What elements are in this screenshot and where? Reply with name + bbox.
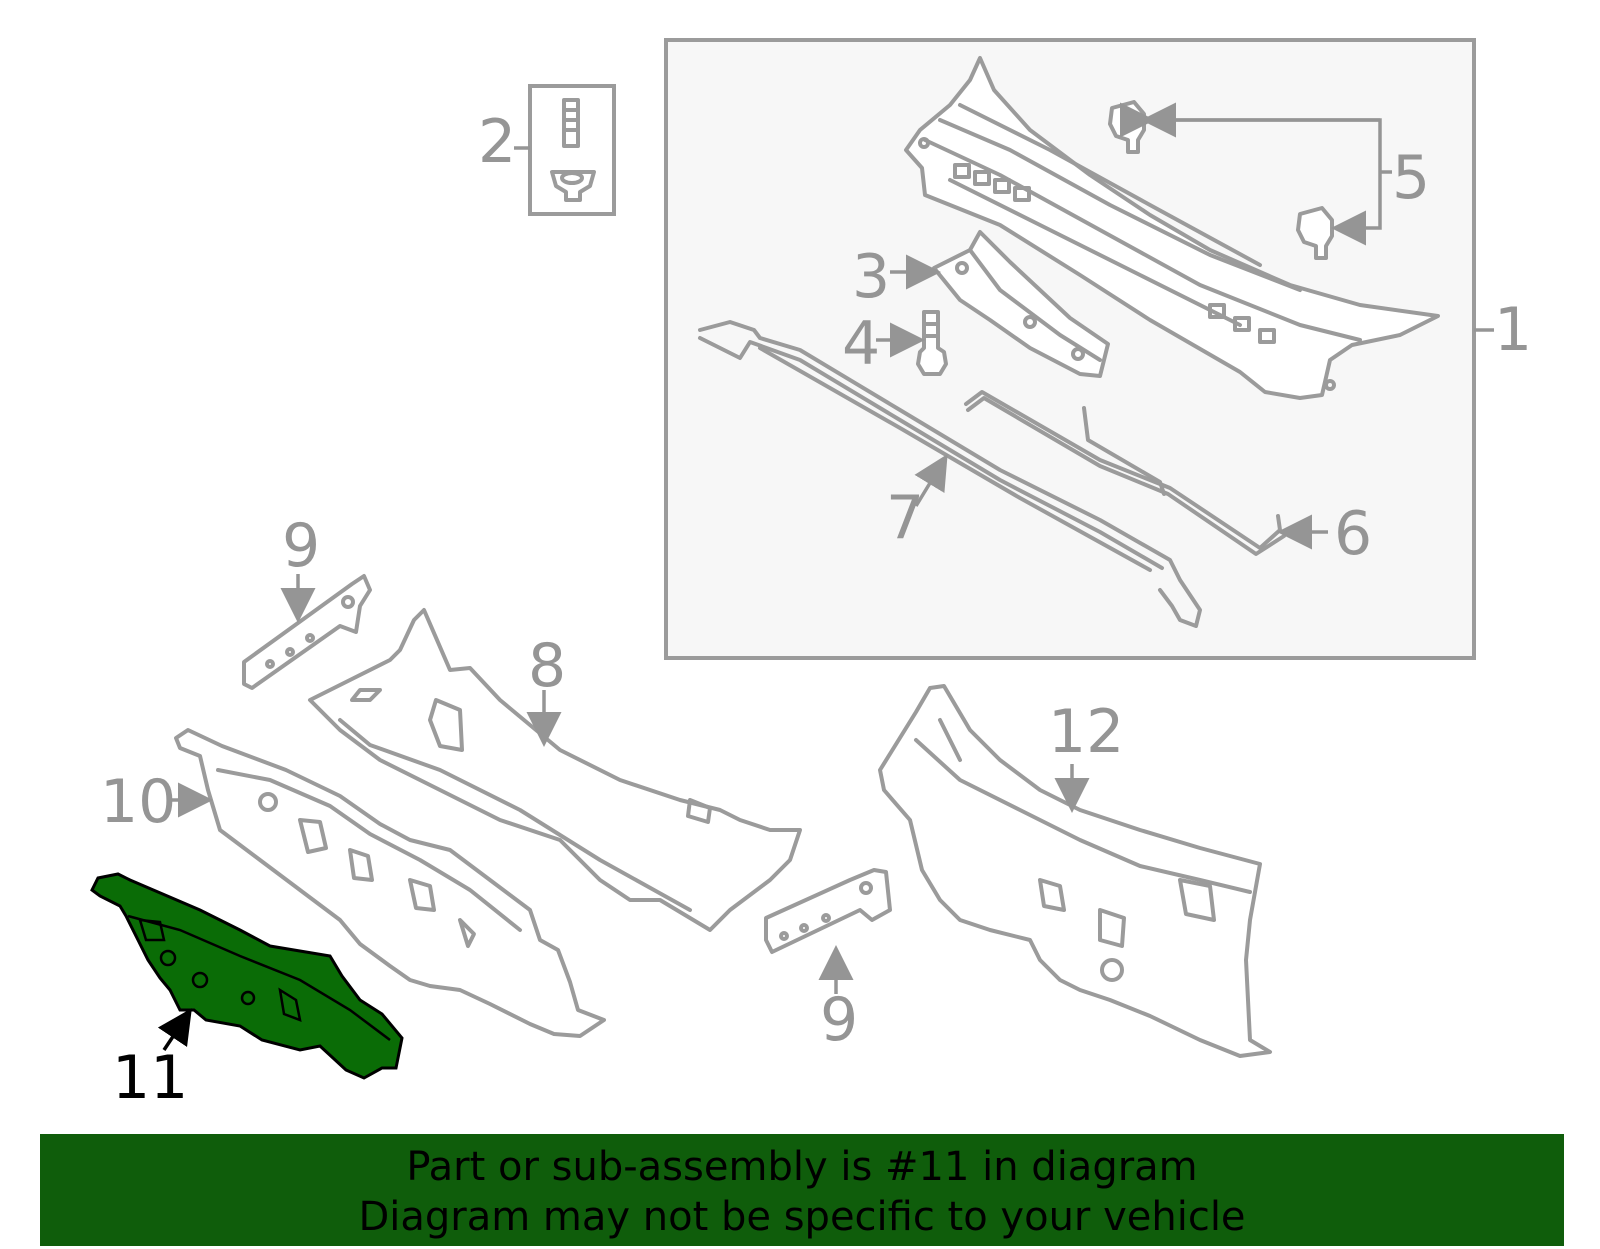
callout-6: 6 — [1334, 499, 1372, 569]
callout-5: 5 — [1392, 143, 1430, 213]
callout-11: 11 — [112, 1043, 188, 1113]
banner-line-1: Part or sub-assembly is #11 in diagram — [406, 1144, 1198, 1190]
dash-panel-part-12 — [878, 684, 1272, 1058]
bracket-part-9-lower — [764, 868, 892, 954]
callout-9-upper: 9 — [282, 511, 320, 581]
clip-box-part-2 — [528, 84, 616, 216]
insulator-part-11-highlighted — [90, 872, 404, 1080]
info-banner: Part or sub-assembly is #11 in diagram D… — [40, 1134, 1564, 1246]
callout-10: 10 — [100, 767, 176, 837]
clip-part-5 — [1108, 100, 1334, 260]
callout-2: 2 — [478, 107, 516, 177]
bracket-part-9-upper — [242, 574, 372, 690]
cowl-panel-part-8 — [308, 608, 802, 932]
callout-4: 4 — [842, 309, 880, 379]
callout-9-lower: 9 — [820, 985, 858, 1055]
cowl-side-panel — [932, 230, 1110, 378]
callout-8: 8 — [528, 631, 566, 701]
callout-3: 3 — [852, 242, 890, 312]
callout-12: 12 — [1048, 697, 1124, 767]
cowl-top-panel — [904, 56, 1440, 400]
callout-7: 7 — [886, 483, 924, 553]
highlight-fill — [90, 872, 404, 1080]
dash-panel-part-10 — [174, 728, 606, 1038]
banner-line-2: Diagram may not be specific to your vehi… — [358, 1194, 1246, 1240]
weatherstrip-part-7 — [698, 320, 1202, 628]
callout-1: 1 — [1494, 295, 1532, 365]
